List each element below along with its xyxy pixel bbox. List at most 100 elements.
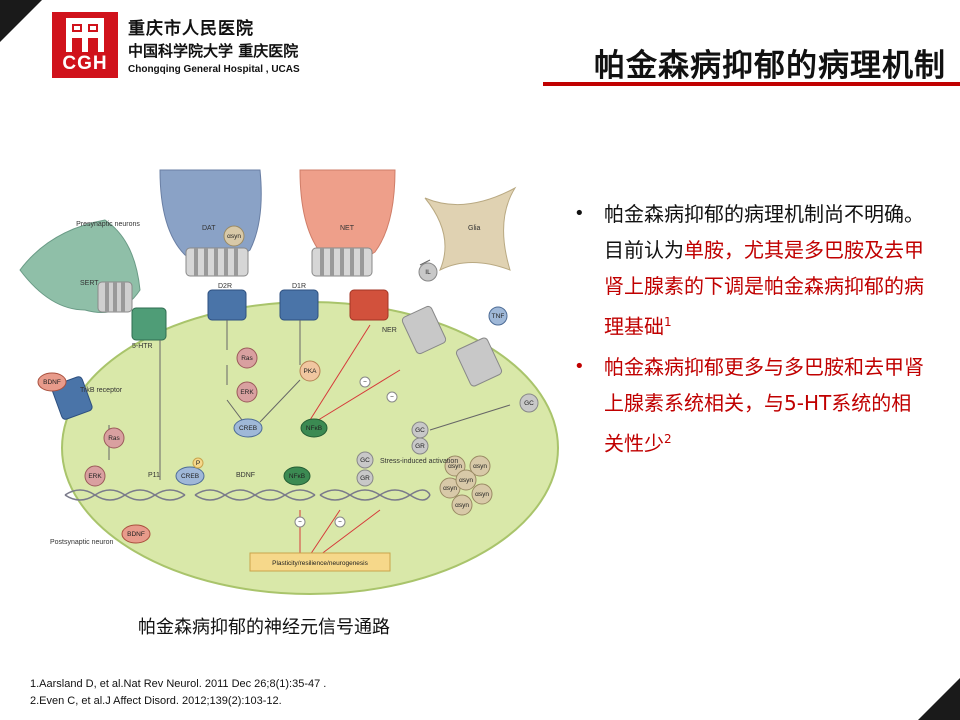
citation-superscript: 2 xyxy=(664,431,672,446)
svg-text:BDNF: BDNF xyxy=(43,379,61,386)
bdnf-node-bottom: BDNF xyxy=(121,524,151,544)
p-node: P xyxy=(192,457,204,469)
plasticity-label: Plasticity/resilience/neurogenesis xyxy=(272,560,368,567)
svg-text:GC: GC xyxy=(415,427,425,434)
gc-node-low: GC xyxy=(356,451,374,469)
svg-text:CREB: CREB xyxy=(239,425,257,432)
ras-node-top: Ras xyxy=(236,347,258,369)
svg-text:αsyn: αsyn xyxy=(448,463,462,470)
svg-text:ERK: ERK xyxy=(240,389,254,396)
erk-node-top: ERK xyxy=(236,381,258,403)
neuron-signaling-diagram: Plasticity/resilience/neurogenesis Ras E… xyxy=(10,160,560,600)
svg-text:αsyn: αsyn xyxy=(459,477,473,484)
corner-decoration-bottom-right xyxy=(918,678,960,720)
svg-text:−: − xyxy=(363,379,367,386)
bullet-text-highlight: 帕金森病抑郁更多与多巴胺和去甲肾上腺素系统相关，与5-HT系统的相关性少 xyxy=(604,354,924,456)
net-transporter xyxy=(311,247,373,277)
gr-node-mid: GR xyxy=(411,437,429,455)
pka-node: PKA xyxy=(299,360,321,382)
tnf-receptor xyxy=(455,337,503,387)
svg-text:PKA: PKA xyxy=(303,368,317,375)
svg-text:ERK: ERK xyxy=(88,473,102,480)
ht5r-receptor xyxy=(131,307,167,341)
plasticity-box xyxy=(249,552,391,572)
title-underline xyxy=(543,82,960,86)
svg-text:αsyn: αsyn xyxy=(227,233,241,240)
hospital-name-en: Chongqing General Hospital , UCAS xyxy=(128,64,300,75)
svg-text:−: − xyxy=(338,519,342,526)
label-sert: SERT xyxy=(80,280,99,287)
logo-cross-icon xyxy=(66,18,104,52)
label-d2r: D2R xyxy=(218,283,232,290)
gr-node-low: GR xyxy=(356,469,374,487)
svg-text:Ras: Ras xyxy=(241,355,253,362)
bullet-item: • 帕金森病抑郁的病理机制尚不明确。目前认为单胺，尤其是多巴胺及去甲肾上腺素的下调… xyxy=(570,196,930,345)
svg-text:GC: GC xyxy=(524,400,534,407)
bullet-item: • 帕金森病抑郁更多与多巴胺和去甲肾上腺素系统相关，与5-HT系统的相关性少2 xyxy=(570,349,930,462)
reference-item: 2.Even C, et al.J Affect Disord. 2012;13… xyxy=(30,695,282,707)
il-receptor xyxy=(401,305,447,355)
bullet-text-highlight: 单胺，尤其是多巴胺及去甲肾上腺素的下调是帕金森病抑郁的病理基础 xyxy=(604,238,924,339)
signal-arrows xyxy=(108,259,511,480)
svg-text:αsyn: αsyn xyxy=(455,502,469,509)
bullet-marker: • xyxy=(574,355,585,377)
hospital-subname-cn: 中国科学院大学 重庆医院 xyxy=(128,42,299,60)
svg-text:P: P xyxy=(196,460,200,467)
d1r-receptor xyxy=(279,289,319,321)
ras-node-left: Ras xyxy=(103,427,125,449)
bullet-text: 帕金森病抑郁的病理机制尚不明确。目前认为 xyxy=(604,202,924,262)
creb-node-bottom: CREB xyxy=(175,466,205,486)
il-node-top: IL xyxy=(418,262,438,282)
svg-text:CREB: CREB xyxy=(181,473,199,480)
label-presynaptic: Presynaptic neurons xyxy=(76,221,140,228)
svg-text:IL: IL xyxy=(425,269,431,276)
label-net: NET xyxy=(340,225,355,232)
reference-item: 1.Aarsland D, et al.Nat Rev Neurol. 2011… xyxy=(30,678,327,690)
svg-text:−: − xyxy=(298,519,302,526)
svg-text:GR: GR xyxy=(360,475,370,482)
inhibition-markers: − − − − xyxy=(294,376,398,528)
citation-superscript: 1 xyxy=(664,315,672,329)
label-trkb: TrkB receptor xyxy=(80,387,123,394)
svg-text:αsyn: αsyn xyxy=(443,485,457,492)
bullet-marker: • xyxy=(574,203,585,224)
gc-node-mid: GC xyxy=(411,421,429,439)
label-ner: NER xyxy=(382,327,397,334)
diagram-caption: 帕金森病抑郁的神经元信号通路 xyxy=(138,617,390,638)
dat-transporter xyxy=(185,247,249,277)
svg-text:GC: GC xyxy=(360,457,370,464)
logo-text: CGH xyxy=(62,53,108,74)
svg-text:NFκB: NFκB xyxy=(306,425,322,432)
svg-text:TNF: TNF xyxy=(492,313,505,320)
svg-text:αsyn: αsyn xyxy=(473,463,487,470)
inhibitory-arrows xyxy=(299,324,401,556)
label-stress: Stress-induced activation xyxy=(380,458,458,465)
svg-text:αsyn: αsyn xyxy=(475,491,489,498)
hospital-logo: CGH xyxy=(52,12,118,78)
page-title: 帕金森病抑郁的病理机制 xyxy=(594,48,946,84)
glia-cell xyxy=(424,186,517,272)
svg-text:GR: GR xyxy=(415,443,425,450)
bdnf-node-left: BDNF xyxy=(37,372,67,392)
label-postsynaptic: Postsynaptic neuron xyxy=(50,539,114,546)
gc-node-right: GC xyxy=(519,393,539,413)
label-bdnf-gene: BDNF xyxy=(236,472,255,479)
asyn-cluster: αsyn αsyn αsyn αsyn αsyn αsyn xyxy=(439,455,493,516)
label-glia: Glia xyxy=(468,225,481,232)
svg-text:NFκB: NFκB xyxy=(289,473,305,480)
sert-transporter xyxy=(97,281,133,313)
d2r-receptor xyxy=(207,289,247,321)
svg-text:−: − xyxy=(390,394,394,401)
corner-decoration-top-left xyxy=(0,0,42,42)
asyn-node-dat: αsyn xyxy=(223,225,245,247)
ner-receptor xyxy=(349,289,389,321)
label-p11: P11 xyxy=(148,472,160,479)
svg-text:BDNF: BDNF xyxy=(127,531,145,538)
creb-node-top: CREB xyxy=(233,418,263,438)
tnf-node-top: TNF xyxy=(488,306,508,326)
dna-strands xyxy=(64,489,431,501)
nfkb-node-bottom: NFκB xyxy=(283,466,311,486)
svg-text:Ras: Ras xyxy=(108,435,120,442)
references: 1.Aarsland D, et al.Nat Rev Neurol. 2011… xyxy=(30,676,326,710)
hospital-name-cn: 重庆市人民医院 xyxy=(128,19,254,39)
